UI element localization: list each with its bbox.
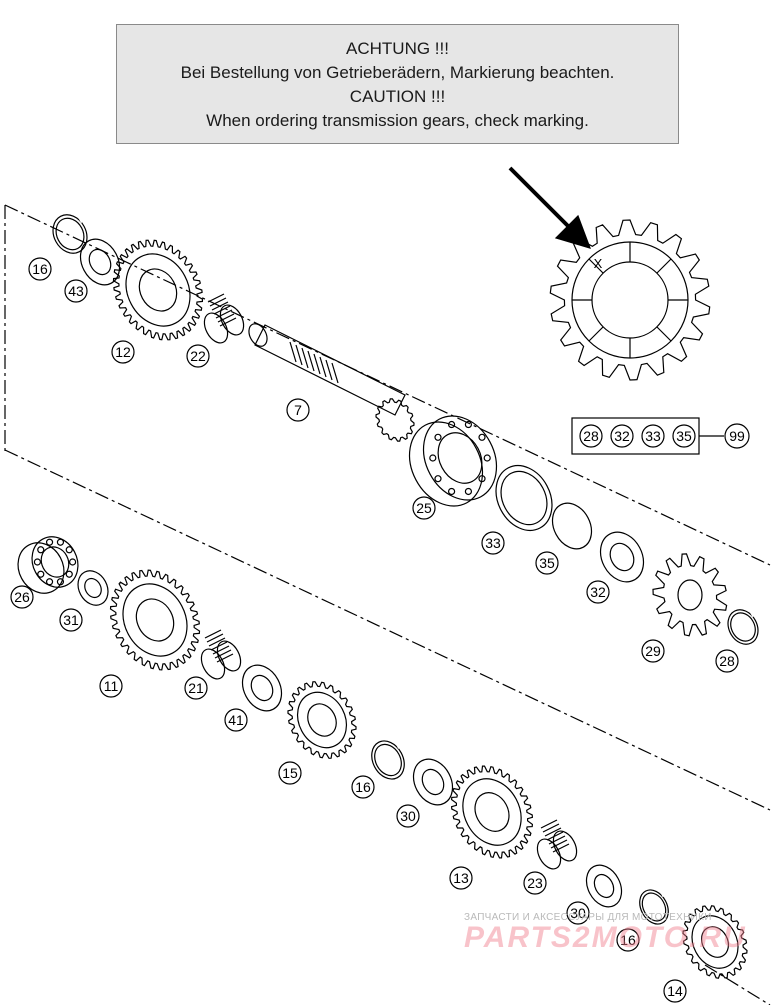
callout-14: 14 [663,979,687,1003]
thrust-washer-41 [241,664,283,712]
gear-15 [287,681,357,759]
axis-line-lower [4,449,771,811]
callout-label-32: 32 [590,584,606,600]
caution-title-en: CAUTION !!! [349,87,446,106]
thrust-washer-43 [79,238,121,286]
callout-16: 16 [616,928,640,952]
callout-label-12: 12 [115,344,131,360]
callout-32: 32 [586,580,610,604]
callout-28: 28 [715,649,739,673]
caution-text-de: Bei Bestellung von Getrieberädern, Marki… [180,63,615,82]
callout-13: 13 [449,866,473,890]
callout-26: 26 [10,585,34,609]
callout-33: 33 [481,531,505,555]
callout-16: 16 [351,775,375,799]
ball-bearing-25 [408,415,498,507]
callout-label-41: 41 [228,712,244,728]
callout-label-35: 35 [539,555,555,571]
kit-item-label-32: 32 [614,428,630,444]
callout-label-14: 14 [667,983,683,999]
kit-item-label-33: 33 [645,428,661,444]
caution-text-en: When ordering transmission gears, check … [206,111,589,130]
callout-label-30: 30 [400,808,416,824]
axis-line-end [704,964,771,1005]
callout-label-22: 22 [190,348,206,364]
callout-label-21: 21 [188,680,204,696]
callout-label-25: 25 [416,500,432,516]
kit-item-label-35: 35 [676,428,692,444]
ball-bearing-26 [17,536,79,594]
sprocket-29 [652,553,728,637]
circlip-16-low [639,889,669,925]
caution-title-de: ACHTUNG !!! [346,39,449,58]
circlip-16-top [52,214,88,254]
kit-item-32: 32 [610,424,634,448]
callout-label-11: 11 [104,678,119,694]
bearing-ring-33 [495,464,553,532]
callout-23: 23 [523,871,547,895]
circlip-16-mid [371,740,405,780]
callout-label-15: 15 [282,765,298,781]
callout-label-16: 16 [355,779,371,795]
callout-15: 15 [278,761,302,785]
marking-symbol: X [594,256,603,271]
callout-12: 12 [111,340,135,364]
callout-29: 29 [641,639,665,663]
callout-7: 7 [286,398,310,422]
callout-43: 43 [64,279,88,303]
needle-bearing-23 [536,819,578,870]
callout-label-26: 26 [14,589,30,605]
kit-item-label-28: 28 [583,428,599,444]
callout-25: 25 [412,496,436,520]
callout-16: 16 [28,257,52,281]
axis-line-upper [4,204,771,566]
callout-41: 41 [224,708,248,732]
callout-label-29: 29 [645,643,661,659]
sleeve-32 [599,531,645,583]
callout-label-16: 16 [32,261,48,277]
kit-ref-99: 99 [724,423,750,449]
callout-22: 22 [186,344,210,368]
callout-label-30: 30 [570,905,586,921]
circlip-28 [727,609,759,645]
gear-12 [112,239,204,341]
gear-13 [450,765,534,859]
kit-ref-label: 99 [729,428,745,444]
callout-label-23: 23 [527,875,543,891]
needle-bearing-21 [200,629,242,680]
callout-label-28: 28 [719,653,735,669]
detail-gear-marking: X [549,219,711,381]
callout-11: 11 [99,674,123,698]
callout-30: 30 [566,901,590,925]
o-ring-35 [551,502,593,550]
callout-label-33: 33 [485,535,501,551]
callout-label-16: 16 [620,932,636,948]
thrust-washer-31 [77,570,109,606]
callout-31: 31 [59,608,83,632]
callout-label-43: 43 [68,283,84,299]
callout-21: 21 [184,676,208,700]
gear-14 [682,905,748,979]
thrust-washer-30-mid [412,758,454,806]
needle-bearing-22 [203,293,245,344]
callout-label-13: 13 [453,870,469,886]
kit-item-28: 28 [579,424,603,448]
callout-label-7: 7 [294,402,302,418]
arrow-to-marking [508,166,591,249]
main-shaft-7 [248,323,415,442]
callout-label-31: 31 [63,612,79,628]
caution-box: ACHTUNG !!! Bei Bestellung von Getrieber… [116,24,679,144]
kit-item-35: 35 [672,424,696,448]
kit-item-33: 33 [641,424,665,448]
gear-11 [109,569,201,671]
thrust-washer-30-low [585,864,623,908]
callout-35: 35 [535,551,559,575]
callout-30: 30 [396,804,420,828]
